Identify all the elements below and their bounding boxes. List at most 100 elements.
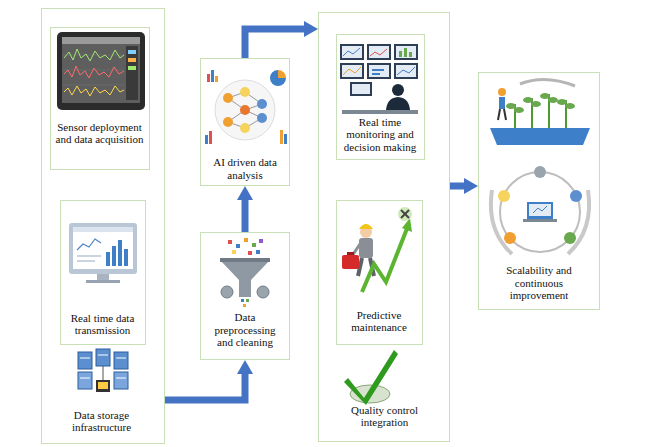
growth-illustration — [520, 79, 575, 86]
storage-illustration — [78, 352, 92, 369]
monitoring-illustration — [409, 52, 412, 57]
monitor-illustration — [77, 255, 101, 257]
tablet-illustration — [62, 70, 124, 71]
tablet-illustration — [128, 66, 136, 70]
tablet-illustration — [64, 66, 124, 78]
storage-illustration — [116, 378, 126, 379]
monitoring-illustration — [352, 84, 370, 94]
storage-illustration — [98, 355, 108, 356]
monitor-illustration — [69, 223, 137, 283]
flow-arrow — [242, 200, 249, 232]
node-label: Quality control integration — [327, 404, 443, 429]
neural-network-illustration — [257, 99, 267, 109]
node-label: Sensor deployment and data acquisition — [51, 121, 149, 146]
growth-illustration — [490, 128, 590, 145]
checkmark-illustration — [344, 350, 398, 405]
funnel-illustration — [252, 243, 256, 247]
storage-illustration — [114, 372, 128, 389]
growth-illustration — [568, 190, 589, 254]
monitoring-illustration — [404, 48, 407, 57]
funnel-illustration — [244, 238, 248, 242]
neural-network-illustration — [245, 104, 262, 110]
growth-illustration — [531, 101, 541, 107]
maintenance-illustration — [347, 252, 354, 255]
monitoring-illustration — [372, 69, 384, 71]
storage-illustration — [96, 349, 110, 366]
growth-illustration — [565, 100, 567, 128]
monitor-illustration — [124, 249, 128, 266]
tablet-illustration — [126, 46, 138, 100]
growth-illustration — [527, 202, 553, 219]
neural-network-illustration — [240, 105, 250, 115]
growth-illustration — [557, 99, 567, 105]
neural-network-illustration — [228, 122, 245, 128]
storage-illustration — [78, 349, 128, 392]
monitoring-illustration — [343, 67, 361, 75]
checkmark-illustration — [350, 385, 390, 403]
monitor-illustration — [86, 280, 120, 283]
monitoring-illustration — [372, 73, 380, 75]
monitor-illustration — [118, 240, 122, 266]
process-box: Real time monitoring and decision making — [336, 34, 425, 160]
funnel-illustration — [246, 299, 249, 302]
tablet-illustration — [64, 49, 124, 61]
neural-network-illustration — [245, 92, 262, 104]
process-box: Scalability and continuous improvement — [478, 72, 600, 310]
growth-illustration — [498, 88, 506, 96]
storage-illustration — [114, 352, 128, 369]
funnel-illustration — [248, 251, 252, 255]
funnel-illustration — [220, 260, 270, 297]
monitor-illustration — [112, 246, 116, 266]
monitor-illustration — [73, 227, 133, 232]
monitoring-illustration — [399, 51, 402, 57]
funnel-illustration — [221, 286, 233, 298]
tablet-illustration — [62, 85, 124, 86]
funnel-illustration — [243, 304, 246, 307]
neural-network-illustration — [205, 70, 287, 144]
monitoring-illustration — [340, 44, 364, 60]
maintenance-illustration — [370, 258, 374, 276]
flow-arrow — [165, 374, 245, 400]
process-box: Predictive maintenance — [336, 200, 423, 345]
neural-network-illustration — [240, 123, 250, 133]
monitoring-illustration — [343, 48, 360, 56]
monitoring-illustration — [367, 44, 391, 60]
neural-network-illustration — [209, 131, 212, 144]
growth-illustration — [514, 104, 516, 128]
maintenance-illustration — [401, 210, 409, 218]
tablet-illustration — [57, 32, 145, 110]
funnel-illustration — [228, 240, 232, 244]
monitoring-illustration — [370, 49, 387, 56]
monitoring-illustration — [367, 63, 391, 79]
tablet-illustration — [64, 86, 124, 96]
monitoring-illustration — [342, 65, 362, 77]
maintenance-illustration — [360, 226, 372, 238]
growth-illustration — [498, 190, 510, 202]
monitoring-illustration — [386, 97, 410, 112]
monitoring-illustration — [369, 65, 389, 77]
process-box: Data preprocessing and cleaning — [200, 232, 290, 360]
growth-illustration — [490, 79, 590, 254]
maintenance-illustration — [342, 255, 359, 269]
node-label: Scalability and continuous improvement — [479, 264, 599, 302]
monitoring-illustration — [350, 82, 372, 96]
maintenance-illustration — [362, 226, 408, 292]
funnel-illustration — [256, 250, 260, 254]
funnel-illustration — [220, 238, 270, 307]
tablet-illustration — [128, 58, 136, 62]
growth-illustration — [548, 97, 558, 103]
node-label: Real time monitoring and decision making — [337, 116, 424, 154]
storage-illustration — [80, 358, 90, 359]
neural-network-illustration — [245, 118, 262, 128]
monitor-illustration — [106, 252, 110, 266]
monitor-illustration — [77, 239, 101, 250]
monitoring-illustration — [342, 110, 418, 114]
neural-network-illustration — [223, 93, 233, 103]
growth-illustration — [565, 103, 575, 109]
monitor-illustration — [73, 227, 133, 269]
storage-illustration — [78, 372, 92, 389]
neural-network-illustration — [223, 117, 233, 127]
column-frame: Sensor deployment and data acquisitionRe… — [41, 8, 165, 444]
funnel-illustration — [241, 299, 244, 302]
